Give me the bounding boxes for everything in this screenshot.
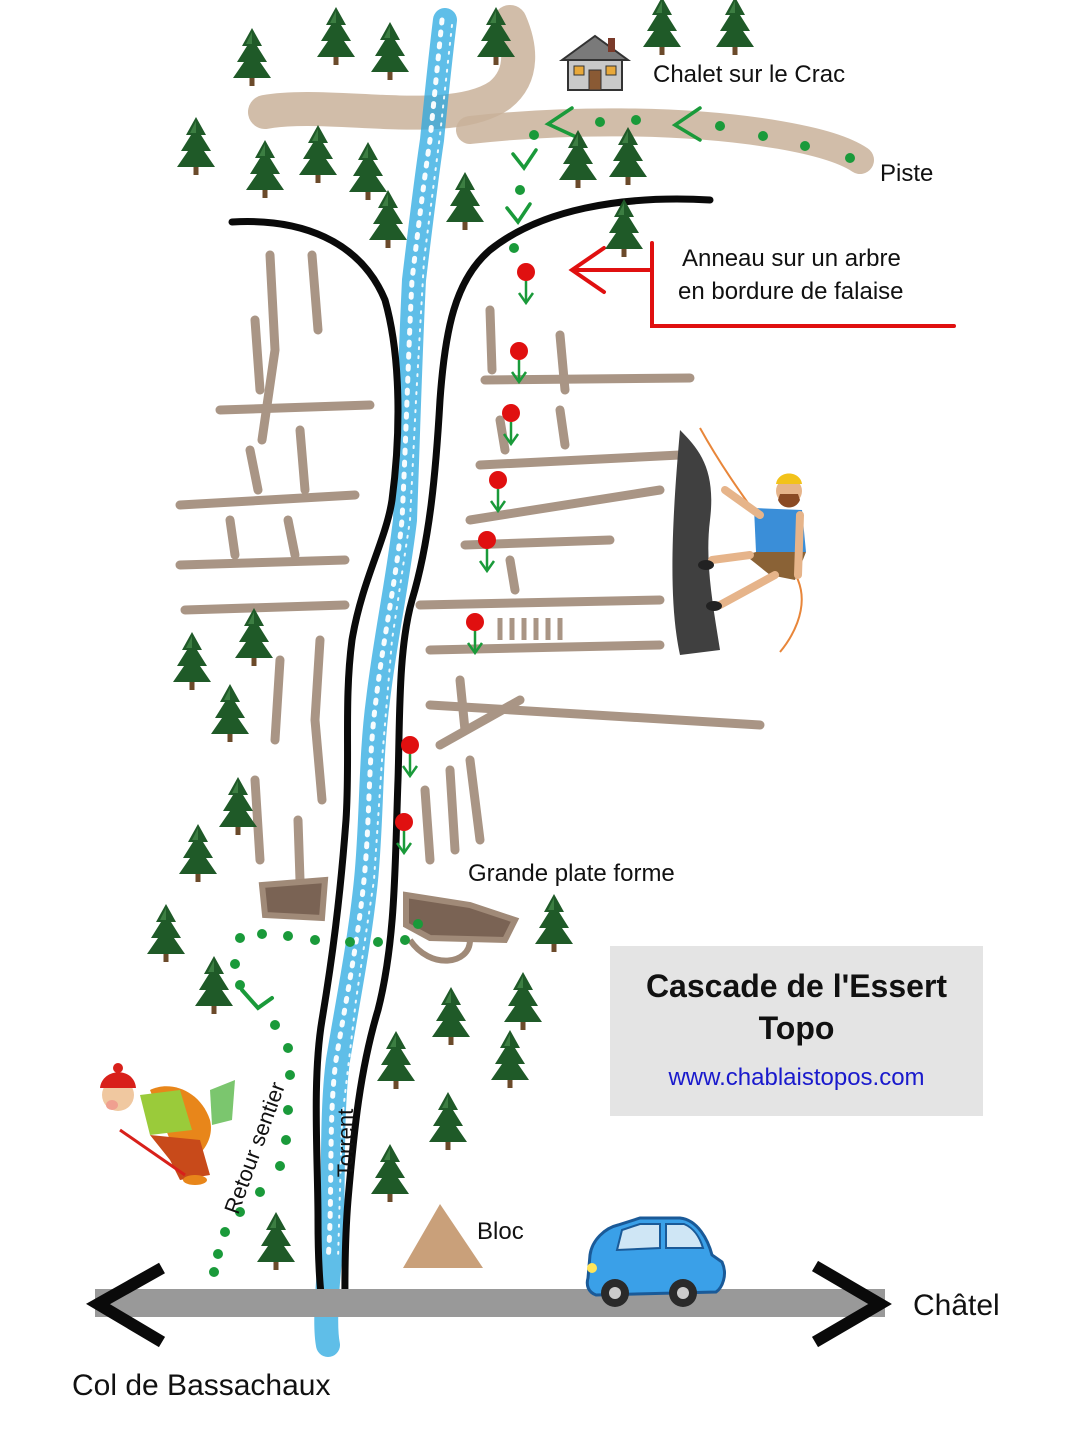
approach-path (509, 115, 855, 253)
tree-icon (317, 7, 355, 65)
return-path (209, 919, 423, 1277)
tree-icon (504, 972, 542, 1030)
tree-icon (371, 22, 409, 80)
tree-icon (349, 142, 387, 200)
tree-icon (299, 125, 337, 183)
tree-icon (369, 190, 407, 248)
tree-icon (535, 894, 573, 952)
overhang-ledge (497, 618, 563, 640)
direction-arrow-icon (544, 106, 702, 142)
rappel-anchor-icon (515, 261, 537, 305)
map-subtitle: Topo (758, 1010, 835, 1046)
grande-plate-forme (258, 876, 520, 964)
tree-icon (179, 824, 217, 882)
direction-arrow-icon (505, 202, 532, 224)
tree-icon (211, 684, 249, 742)
tree-icon (233, 28, 271, 86)
tree-icon (371, 1144, 409, 1202)
hiker-icon (100, 1063, 235, 1185)
tree-icon (429, 1092, 467, 1150)
cliff-face (175, 250, 765, 885)
title-box: Cascade de l'Essert Topo www.chablaistop… (610, 946, 983, 1116)
tree-icon (195, 956, 233, 1014)
tree-icon (716, 0, 754, 55)
boulder-label: Bloc (477, 1218, 524, 1245)
tree-icon (605, 199, 643, 257)
climber-icon (672, 427, 806, 655)
rappel-anchor-icon (399, 734, 421, 778)
chalet-icon (558, 34, 632, 91)
tree-icon (491, 1030, 529, 1088)
tree-icon (559, 130, 597, 188)
tree-icon (377, 1031, 415, 1089)
tree-icon (246, 140, 284, 198)
platform-label: Grande plate forme (468, 860, 675, 887)
tree-icon (235, 608, 273, 666)
direction-arrow-icon (240, 988, 274, 1011)
anchor-label-line1: Anneau sur un arbre (682, 245, 901, 272)
direction-arrow-icon (511, 148, 538, 170)
rappel-anchor-icon (487, 469, 509, 513)
tree-icon (173, 632, 211, 690)
anchor-callout-arrow (568, 241, 956, 328)
anchor-label-line2: en bordure de falaise (678, 278, 904, 305)
waterfall (314, 8, 457, 1357)
website-link[interactable]: www.chablaistopos.com (668, 1064, 925, 1091)
tree-icon (643, 0, 681, 55)
boulder-icon (403, 1204, 483, 1268)
tree-icon (257, 1212, 295, 1270)
chatel-label: Châtel (913, 1289, 1000, 1322)
gorge-edges (228, 195, 714, 1314)
torrent-label: Torrent (333, 1108, 359, 1178)
piste-track (248, 5, 874, 174)
tree-icon (147, 904, 185, 962)
car-icon (585, 1216, 726, 1307)
tree-icon (432, 987, 470, 1045)
map-title: Cascade de l'Essert (645, 968, 948, 1004)
road (86, 1260, 892, 1348)
col-label: Col de Bassachaux (72, 1369, 331, 1402)
tree-icon (446, 172, 484, 230)
rappel-anchor-icon (476, 529, 498, 573)
chalet-label: Chalet sur le Crac (653, 61, 846, 88)
tree-icon (177, 117, 215, 175)
piste-label: Piste (880, 160, 934, 187)
